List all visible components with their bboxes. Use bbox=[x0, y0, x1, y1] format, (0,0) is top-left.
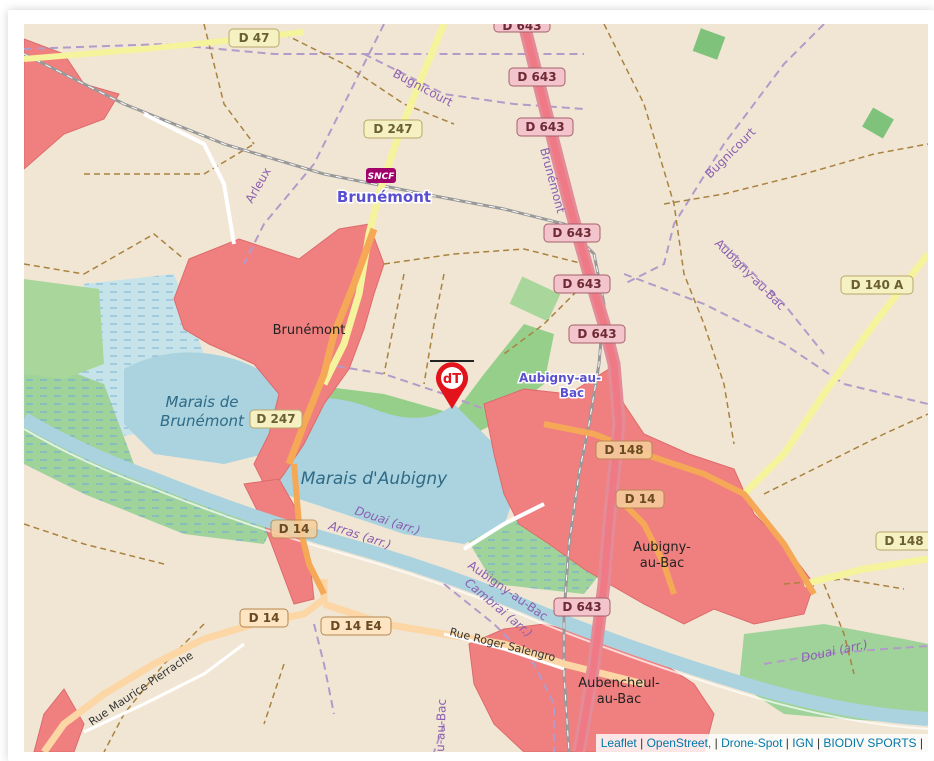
shield-d247-top: D 247 bbox=[363, 119, 423, 139]
shield-d14-b: D 14 bbox=[270, 519, 318, 539]
canal bbox=[24, 412, 928, 726]
label-aubigny-station: Aubigny-au- Bac bbox=[517, 370, 602, 402]
street-roger-salengro bbox=[443, 632, 565, 671]
svg-text:D 643: D 643 bbox=[517, 70, 556, 84]
street-maurice-pierrache bbox=[83, 642, 245, 734]
svg-text:dT: dT bbox=[443, 372, 461, 387]
shield-d14e4: D 14 E4 bbox=[320, 616, 392, 636]
urban-northwest bbox=[24, 38, 120, 170]
svg-text:D 148: D 148 bbox=[884, 534, 923, 548]
urban-southwest bbox=[33, 688, 85, 752]
road-d140a bbox=[741, 251, 928, 497]
label-aubencheul: Aubencheul- au-Bac bbox=[578, 676, 660, 707]
svg-text:D 14 E4: D 14 E4 bbox=[330, 619, 382, 633]
svg-text:D 643: D 643 bbox=[562, 600, 601, 614]
drone-spot-link[interactable]: Drone-Spot bbox=[721, 736, 783, 750]
shield-d643-7: D 643 bbox=[553, 597, 611, 617]
svg-text:D 47: D 47 bbox=[239, 31, 270, 45]
svg-text:D 247: D 247 bbox=[373, 122, 412, 136]
shield-d643-1: D 643 bbox=[493, 24, 551, 33]
shield-d643-5: D 643 bbox=[553, 274, 611, 294]
svg-text:Aubigny-: Aubigny- bbox=[633, 540, 691, 555]
tracks bbox=[24, 24, 928, 752]
svg-text:D 148: D 148 bbox=[604, 443, 643, 457]
svg-text:Marais de: Marais de bbox=[166, 393, 239, 411]
shield-d14-a: D 14 bbox=[615, 489, 665, 509]
shield-d643-6: D 643 bbox=[568, 324, 626, 344]
lake-brunemont bbox=[124, 352, 289, 464]
svg-text:D 643: D 643 bbox=[552, 226, 591, 240]
map-canvas[interactable]: D 47 D 247 D 247 D 643 D 643 D 643 D 643 bbox=[24, 24, 928, 752]
label-marais-brunemont: Marais de Brunémont bbox=[160, 393, 245, 430]
map-attribution: Leaflet | OpenStreet, | Drone-Spot | IGN… bbox=[595, 734, 928, 752]
shield-d14-c: D 14 bbox=[239, 608, 289, 628]
urban-brunemont bbox=[173, 223, 385, 495]
label-brunemont-station: Brunémont bbox=[337, 188, 431, 206]
shield-d643-3: D 643 bbox=[516, 117, 574, 137]
sncf-station-icon: SNCF bbox=[366, 168, 396, 183]
forest-west bbox=[24, 279, 104, 379]
label-marais-aubigny: Marais d'Aubigny bbox=[301, 469, 448, 489]
shield-d148-b: D 148 bbox=[875, 531, 928, 551]
svg-text:SNCF: SNCF bbox=[368, 172, 396, 182]
svg-text:D 140 A: D 140 A bbox=[851, 278, 904, 292]
leaflet-link[interactable]: Leaflet bbox=[600, 736, 637, 750]
label-au-bac: u-au-Bac bbox=[433, 699, 449, 752]
svg-text:Aubencheul-: Aubencheul- bbox=[578, 676, 660, 691]
ign-link[interactable]: IGN bbox=[792, 736, 814, 750]
label-brunemont-town: Brunémont bbox=[273, 323, 346, 338]
forest-patch-3 bbox=[509, 276, 561, 322]
road-d148-east bbox=[803, 555, 928, 588]
shield-d148-a: D 148 bbox=[595, 440, 653, 460]
marsh-southwest bbox=[24, 354, 274, 544]
street-white-1 bbox=[143, 112, 236, 245]
label-aubigny-town: Aubigny- au-Bac bbox=[633, 540, 691, 571]
svg-text:Aubigny-au-: Aubigny-au- bbox=[519, 371, 601, 385]
shield-d47: D 47 bbox=[228, 28, 280, 48]
road-d14-urban bbox=[291, 463, 327, 596]
forest-patch-2 bbox=[862, 107, 894, 139]
biodiv-sports-link[interactable]: BIODIV SPORTS bbox=[823, 736, 917, 750]
shield-d247-mid: D 247 bbox=[249, 409, 303, 429]
road-d148-urban bbox=[543, 421, 817, 596]
svg-text:D 247: D 247 bbox=[256, 412, 295, 426]
shield-d643-4: D 643 bbox=[543, 223, 601, 243]
road-d14-south bbox=[41, 579, 328, 752]
svg-text:au-Bac: au-Bac bbox=[597, 692, 641, 707]
road-d14-aubigny bbox=[621, 501, 677, 595]
svg-text:D 643: D 643 bbox=[525, 120, 564, 134]
shield-d643-2: D 643 bbox=[508, 67, 566, 87]
svg-text:D 14: D 14 bbox=[249, 611, 280, 625]
canal-edge bbox=[24, 428, 928, 730]
forest-patch-1 bbox=[692, 28, 726, 60]
svg-text:D 14: D 14 bbox=[279, 522, 310, 536]
svg-text:D 643: D 643 bbox=[577, 327, 616, 341]
svg-text:Brunémont: Brunémont bbox=[160, 412, 245, 430]
admin-boundaries bbox=[24, 24, 928, 752]
road-d643-inner bbox=[520, 24, 623, 752]
svg-text:D 643: D 643 bbox=[502, 24, 541, 33]
drone-spot-marker[interactable]: dT bbox=[430, 360, 474, 409]
shield-d140a: D 140 A bbox=[840, 275, 914, 295]
road-brunemont-main bbox=[285, 227, 378, 466]
lake-aubigny bbox=[269, 397, 512, 544]
svg-text:D 643: D 643 bbox=[562, 277, 601, 291]
openstreetmap-link[interactable]: OpenStreet, bbox=[646, 736, 712, 750]
svg-text:Bac: Bac bbox=[560, 386, 584, 400]
svg-text:au-Bac: au-Bac bbox=[640, 556, 684, 571]
svg-text:D 14: D 14 bbox=[625, 492, 656, 506]
road-d247 bbox=[320, 24, 448, 386]
street-white-2 bbox=[462, 502, 545, 551]
